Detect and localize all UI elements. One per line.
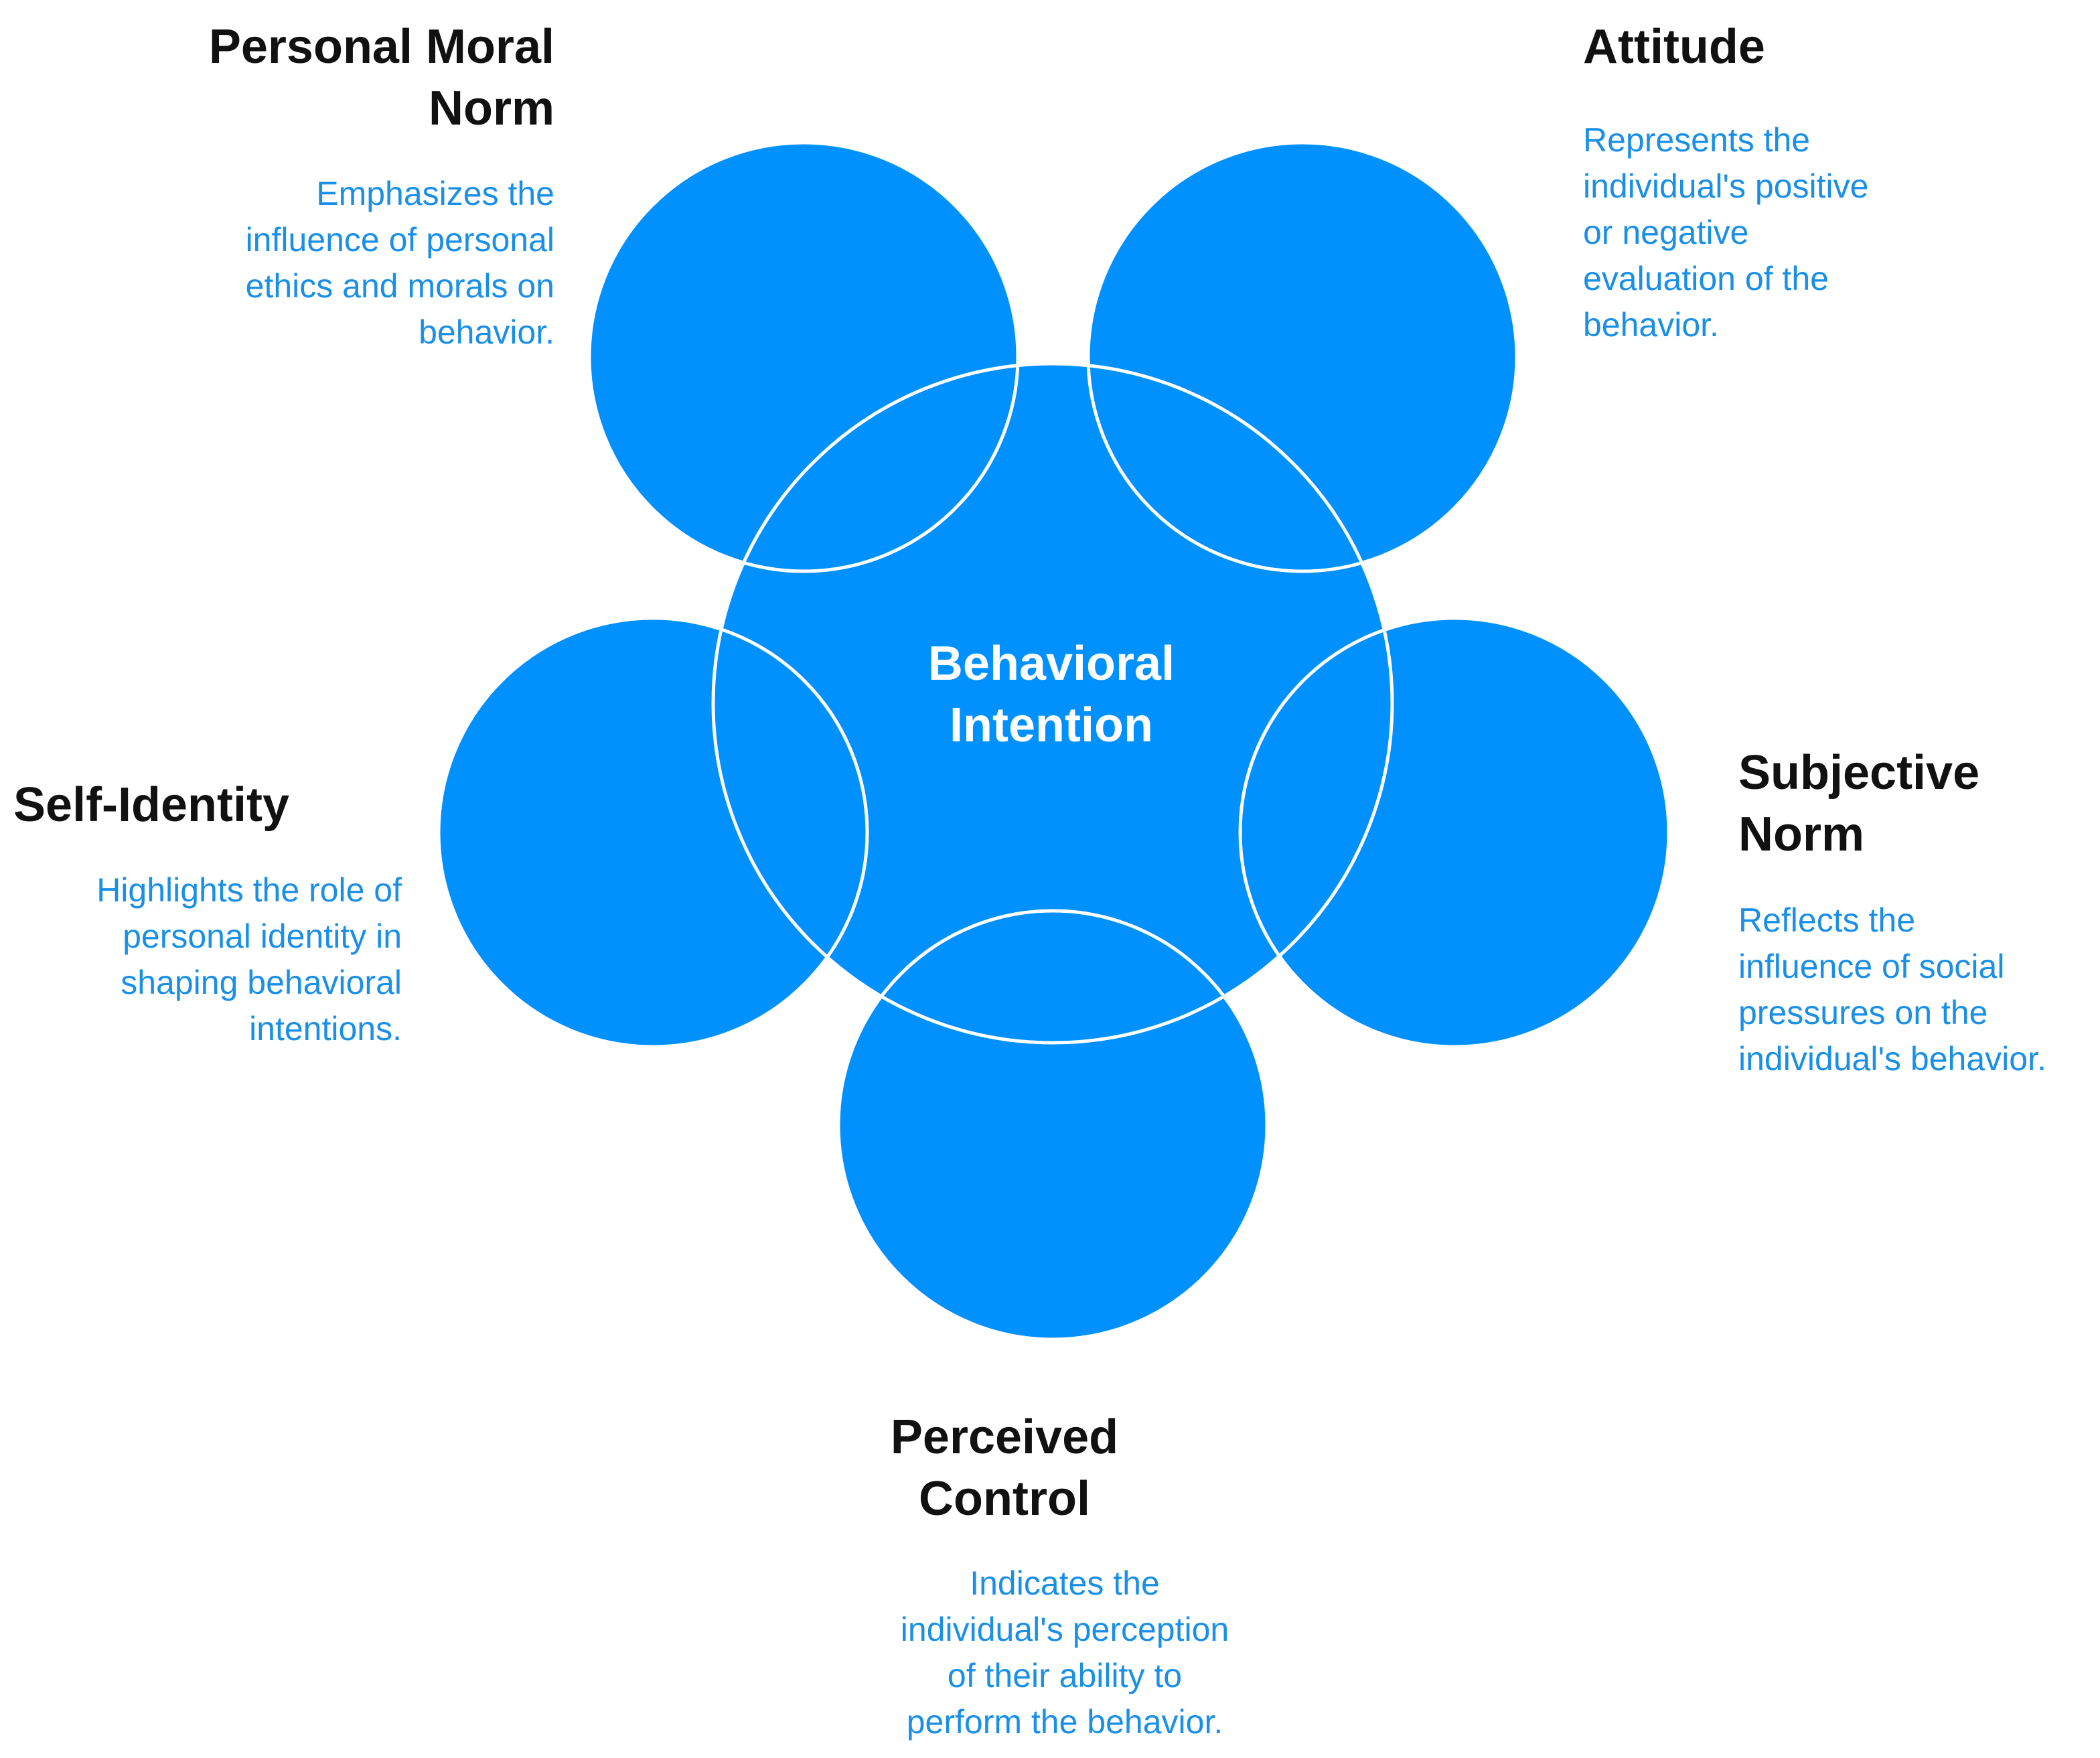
- subjective-norm-title: Subjective Norm: [1738, 746, 1980, 861]
- personal-moral-norm-outline: [587, 141, 1020, 573]
- self-identity-title: Self-Identity: [13, 778, 290, 832]
- attitude-title: Attitude: [1583, 20, 1765, 74]
- circle-outlines: [437, 141, 1671, 1341]
- perceived-control-title: Perceived Control: [890, 1410, 1119, 1526]
- perceived-control-outline: [836, 909, 1269, 1341]
- self-identity-outline: [437, 616, 869, 1049]
- perceived-control-description: Indicates the individual's perception of…: [900, 1564, 1229, 1741]
- behavioral-intention-outline: [711, 362, 1394, 1045]
- subjective-norm-description: Reflects the influence of social pressur…: [1738, 901, 2046, 1078]
- attitude-outline: [1086, 141, 1519, 573]
- personal-moral-norm-description: Emphasizes the influence of personal eth…: [245, 175, 554, 351]
- subjective-norm-outline: [1238, 616, 1671, 1049]
- behavioral-intention-circle: [713, 364, 1392, 1043]
- personal-moral-norm-title: Personal Moral Norm: [208, 20, 554, 135]
- attitude-description: Represents the individual's positive or …: [1583, 121, 1869, 344]
- self-identity-description: Highlights the role of personal identity…: [96, 871, 402, 1047]
- center-label: Behavioral Intention: [927, 637, 1175, 752]
